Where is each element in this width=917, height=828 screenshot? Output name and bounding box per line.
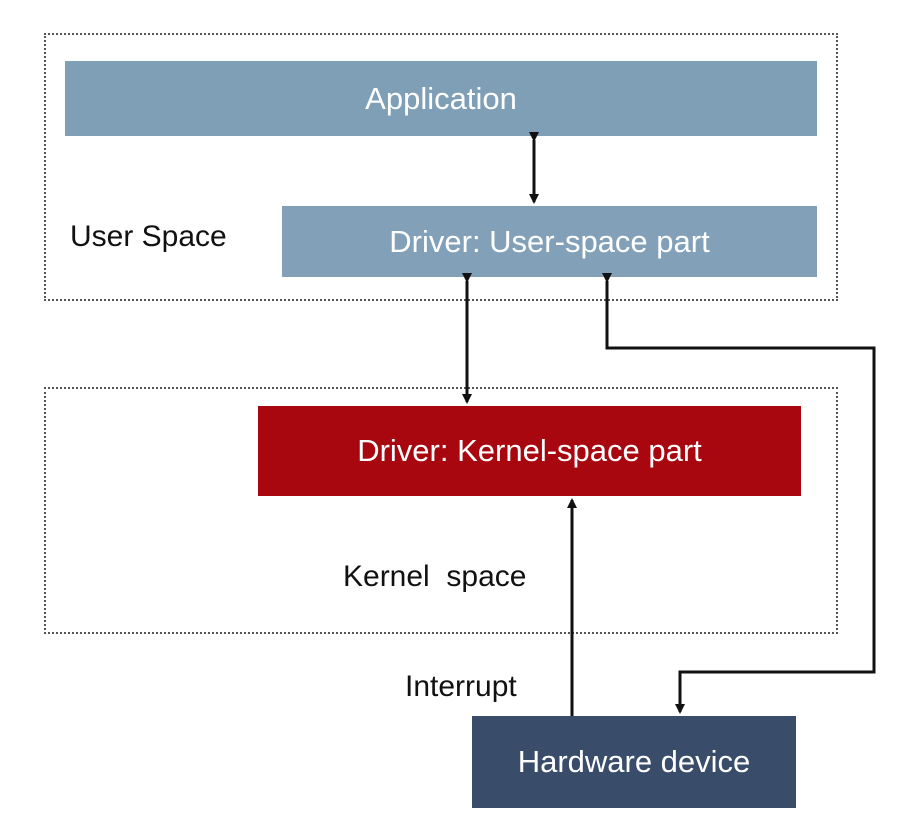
driver-user-space-label: Driver: User-space part — [389, 223, 710, 259]
user-driver-hardware-arrow — [602, 273, 876, 714]
interrupt-label: Interrupt — [405, 670, 517, 703]
kernel-space-label: Kernel space — [343, 560, 527, 593]
application-box: Application — [65, 61, 817, 136]
user-space-label: User Space — [70, 220, 227, 253]
application-label: Application — [365, 80, 517, 116]
hardware-device-label: Hardware device — [517, 744, 751, 779]
user-space-region — [44, 33, 838, 301]
kernel-space-region — [44, 387, 838, 634]
hardware-device-box: Hardware device — [472, 716, 796, 808]
driver-user-space-box: Driver: User-space part — [282, 206, 817, 277]
